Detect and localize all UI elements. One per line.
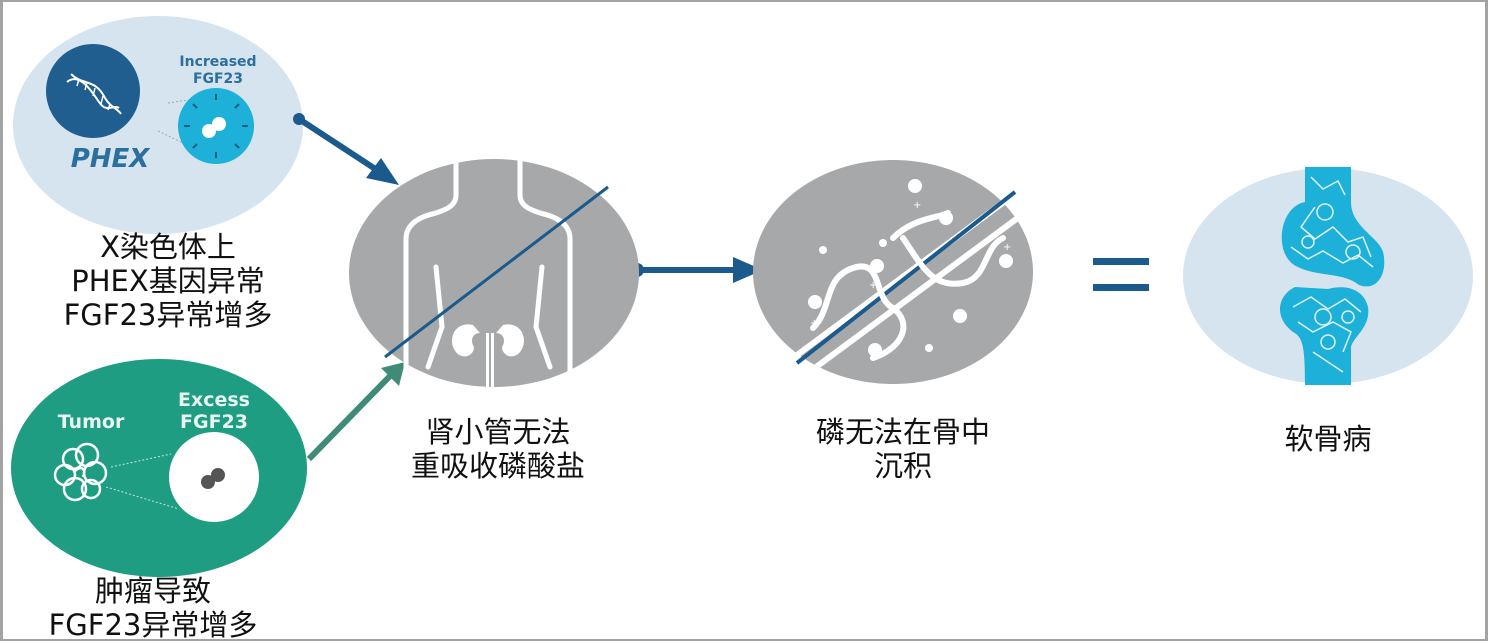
kidney-caption: 肾小管无法 重吸收磷酸盐: [343, 415, 653, 483]
tumor-caption-line1: 肿瘤导致: [94, 574, 211, 608]
arrows-layer: [293, 113, 763, 462]
phex-caption-line2: PHEX基因异常: [71, 264, 265, 298]
osteomalacia-node: [1183, 167, 1473, 385]
phosphate-dots-icon: [808, 179, 1013, 357]
dna-icon: [46, 44, 140, 138]
bone-deposit-node: + + + +: [753, 158, 1040, 386]
plus-signs-icon: + + + +: [810, 200, 1011, 329]
tumor-node: Tumor Excess FGF23: [11, 359, 307, 577]
kidney-caption-line2: 重吸收磷酸盐: [410, 449, 585, 483]
equals-bar-top: [1093, 258, 1149, 265]
arrow-phex-to-kidney: [293, 113, 399, 185]
svg-text:+: +: [1003, 242, 1011, 253]
phex-illustration: [13, 16, 303, 234]
arrow-kidney-to-bone: [630, 257, 763, 283]
osteomalacia-caption: 软骨病: [1183, 422, 1473, 456]
body-kidney-illustration: [349, 154, 639, 392]
equals-sign: [1093, 258, 1149, 292]
tumor-icon: [53, 442, 108, 502]
phex-gene-label: PHEX: [70, 144, 150, 174]
tumor-illustration: [11, 359, 307, 577]
kidney-caption-line1: 肾小管无法: [425, 415, 571, 449]
bone-joint-illustration: [1183, 167, 1473, 385]
excess-label-line2: FGF23: [180, 411, 248, 433]
excess-label-line1: Excess: [177, 389, 250, 411]
increased-fgf23-label: Increased FGF23: [163, 54, 273, 88]
phosphate-deposit-illustration: + + + +: [753, 160, 1040, 384]
svg-text:+: +: [913, 200, 921, 211]
bone-deposit-caption-line1: 磷无法在骨中: [815, 415, 990, 449]
phex-node: Increased FGF23 PHEX: [13, 16, 303, 234]
torso-outline-icon: [403, 154, 573, 392]
phex-caption-line3: FGF23异常增多: [63, 298, 273, 332]
svg-text:+: +: [810, 318, 818, 329]
svg-text:+: +: [869, 280, 877, 291]
fgf23-molecule-icon: [169, 432, 259, 522]
bone-deposit-caption: 磷无法在骨中 沉积: [753, 415, 1053, 483]
osteomalacia-caption-line1: 软骨病: [1284, 422, 1372, 456]
increased-label-line1: Increased: [179, 54, 257, 70]
tumor-text-label: Tumor: [57, 411, 125, 433]
kidney-node: [348, 154, 640, 392]
phex-caption: X染色体上 PHEX基因异常 FGF23异常增多: [13, 230, 323, 332]
bone-trabecular-pattern: [1290, 176, 1374, 373]
phex-caption-line1: X染色体上: [100, 230, 236, 264]
bone-deposit-caption-line2: 沉积: [873, 449, 932, 483]
kidneys-icon: [452, 324, 524, 389]
arrow-tumor-to-kidney: [306, 362, 405, 462]
tumor-caption: 肿瘤导致 FGF23异常增多: [3, 574, 303, 642]
tumor-caption-line2: FGF23异常增多: [48, 608, 258, 642]
equals-bar-bottom: [1093, 284, 1149, 291]
excess-fgf23-label: Excess FGF23: [159, 389, 269, 433]
fgf23-molecule-icon: [178, 88, 254, 164]
increased-label-line2: FGF23: [192, 71, 244, 87]
